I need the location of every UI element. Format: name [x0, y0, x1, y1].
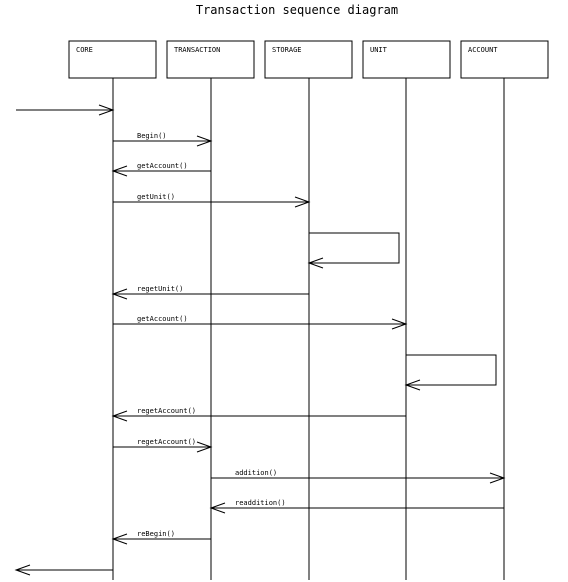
message-7 [404, 354, 497, 391]
participant-label: CORE [76, 46, 93, 54]
diagram-title: Transaction sequence diagram [196, 3, 398, 17]
participant-box [362, 40, 451, 79]
message-5: regetUnit() [111, 285, 309, 300]
participant-account: ACCOUNT [460, 40, 549, 79]
participant-box [264, 40, 353, 79]
message-label: regetAccount() [137, 407, 196, 415]
arrowhead [307, 257, 324, 269]
self-call-line [406, 354, 497, 386]
message-label: addition() [235, 469, 277, 477]
message-11: readdition() [209, 499, 504, 514]
participant-boxes: CORE TRANSACTION STORAGE UNIT ACCOUNT [68, 40, 549, 79]
participant-transaction: TRANSACTION [166, 40, 255, 79]
arrowhead [111, 410, 128, 422]
message-9: regetAccount() [113, 438, 213, 453]
arrowhead [209, 502, 226, 514]
arrowhead [196, 441, 213, 453]
arrowhead [391, 318, 408, 330]
message-13 [14, 564, 113, 576]
participant-label: TRANSACTION [174, 46, 220, 54]
message-label: reBegin() [137, 530, 175, 538]
message-12: reBegin() [111, 530, 211, 545]
message-1: Begin() [113, 132, 213, 147]
arrowhead [294, 196, 311, 208]
message-10: addition() [211, 469, 506, 484]
message-label: Begin() [137, 132, 167, 140]
message-label: getUnit() [137, 193, 175, 201]
participant-box [68, 40, 157, 79]
participant-storage: STORAGE [264, 40, 353, 79]
message-8: regetAccount() [111, 407, 406, 422]
message-label: regetAccount() [137, 438, 196, 446]
message-label: readdition() [235, 499, 286, 507]
arrowhead [111, 533, 128, 545]
participant-unit: UNIT [362, 40, 451, 79]
arrowhead [111, 165, 128, 177]
participant-core: CORE [68, 40, 157, 79]
participant-label: UNIT [370, 46, 388, 54]
arrowhead [404, 379, 421, 391]
arrowhead [489, 472, 506, 484]
participant-label: ACCOUNT [468, 46, 498, 54]
arrowhead [14, 564, 31, 576]
message-3: getUnit() [113, 193, 311, 208]
participant-label: STORAGE [272, 46, 302, 54]
participant-box [460, 40, 549, 79]
messages: Begin() getAccount() getUnit() regetUnit() g… [14, 104, 506, 576]
message-6: getAccount() [113, 315, 408, 330]
arrowhead [111, 288, 128, 300]
message-label: getAccount() [137, 315, 188, 323]
arrowhead [196, 135, 213, 147]
lifelines [112, 78, 505, 580]
self-call-line [309, 232, 400, 264]
message-label: regetUnit() [137, 285, 183, 293]
message-2: getAccount() [111, 162, 211, 177]
participant-box [166, 40, 255, 79]
message-label: getAccount() [137, 162, 188, 170]
message-0 [16, 104, 115, 116]
message-4 [307, 232, 400, 269]
arrowhead [98, 104, 115, 116]
